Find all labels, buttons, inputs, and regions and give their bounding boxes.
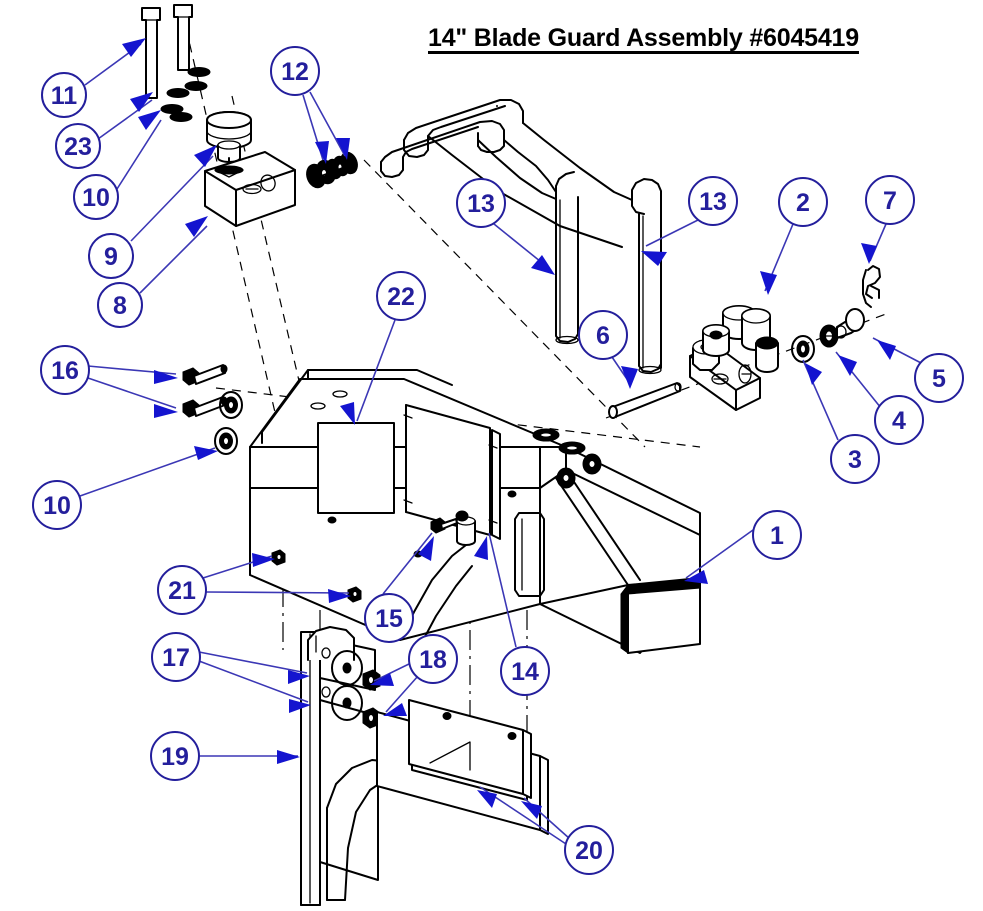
part-21-flange-nut-a	[271, 549, 286, 566]
callout-5[interactable]: 5	[914, 353, 964, 403]
page-title: 14" Blade Guard Assembly #6045419	[428, 24, 859, 52]
callout-15-label: 15	[375, 605, 403, 633]
part-18-lock-nut-lower	[362, 707, 381, 729]
callout-20[interactable]: 20	[564, 825, 614, 875]
callout-10-lower[interactable]: 10	[32, 480, 82, 530]
callout-21[interactable]: 21	[157, 565, 207, 615]
callout-3[interactable]: 3	[830, 434, 880, 484]
callout-arrowheads	[122, 38, 896, 819]
callout-10-lower-label: 10	[43, 492, 71, 520]
callout-2[interactable]: 2	[778, 177, 828, 227]
callout-18[interactable]: 18	[408, 634, 458, 684]
part-13-handle-tube-front	[403, 99, 662, 375]
part-4-lock-washer	[819, 324, 839, 348]
part-6-clevis-pin	[608, 382, 682, 419]
callout-1-label: 1	[770, 522, 784, 550]
callout-13-right[interactable]: 13	[688, 176, 738, 226]
part-23-washer-stack	[160, 67, 211, 122]
part-21-flange-nut-b	[347, 586, 362, 603]
callout-4-label: 4	[892, 407, 906, 435]
callout-14[interactable]: 14	[500, 646, 550, 696]
callout-6[interactable]: 6	[578, 310, 628, 360]
callout-19-label: 19	[161, 743, 189, 771]
callout-16[interactable]: 16	[40, 345, 90, 395]
callout-23[interactable]: 23	[55, 123, 101, 169]
part-11-bolt-lower	[173, 4, 193, 71]
callout-20-label: 20	[575, 837, 603, 865]
part-20-retainer-strip-front	[408, 699, 532, 801]
callout-23-label: 23	[64, 133, 92, 161]
part-2-clamp-bracket	[689, 305, 779, 411]
callout-5-label: 5	[932, 365, 946, 393]
callout-12[interactable]: 12	[270, 46, 320, 96]
callout-18-label: 18	[419, 646, 447, 674]
part-3-flat-washer	[791, 335, 815, 363]
part-8-pivot-block	[204, 151, 296, 227]
part-10-lock-washer-lower	[214, 427, 238, 455]
part-13-handle-tube-rear	[380, 120, 579, 345]
callout-11-label: 11	[51, 82, 78, 110]
callout-21-label: 21	[168, 577, 196, 605]
callout-13-left-label: 13	[467, 190, 495, 218]
part-11-bolt-upper	[141, 7, 161, 99]
part-12-fastener-stack	[306, 151, 358, 189]
callout-22-label: 22	[387, 283, 415, 311]
callout-balloons: 11 23 10 9 8 12	[32, 46, 964, 875]
callout-7-label: 7	[883, 187, 897, 215]
callout-9-label: 9	[104, 243, 118, 271]
callout-9[interactable]: 9	[88, 233, 134, 279]
callout-6-label: 6	[596, 322, 610, 350]
callout-22[interactable]: 22	[376, 271, 426, 321]
callout-13-left[interactable]: 13	[456, 178, 506, 228]
callout-8[interactable]: 8	[97, 282, 143, 328]
callout-19[interactable]: 19	[150, 731, 200, 781]
part-22-decal-plate-right	[403, 404, 501, 540]
part-10-lock-washer-upper	[219, 391, 243, 419]
callout-15[interactable]: 15	[364, 593, 414, 643]
callout-4[interactable]: 4	[874, 395, 924, 445]
part-14-bushing	[455, 510, 476, 546]
part-22-decal-plate-left	[317, 422, 395, 514]
callout-13-right-label: 13	[699, 188, 727, 216]
callout-7[interactable]: 7	[865, 175, 915, 225]
callout-17-label: 17	[162, 644, 190, 672]
callout-1[interactable]: 1	[752, 510, 802, 560]
callout-3-label: 3	[848, 446, 862, 474]
callout-2-label: 2	[796, 189, 810, 217]
callout-8-label: 8	[113, 292, 127, 320]
part-5-shoulder-bolt	[835, 308, 865, 339]
part-7-hairpin-clip	[862, 265, 881, 308]
callout-14-label: 14	[511, 658, 539, 686]
callout-12-label: 12	[281, 58, 309, 86]
callout-17[interactable]: 17	[151, 632, 201, 682]
callout-16-label: 16	[51, 357, 79, 385]
part-16-socket-screw-upper	[182, 364, 228, 386]
callout-10-upper-label: 10	[82, 184, 110, 212]
part-9-knob	[206, 111, 252, 177]
callout-11[interactable]: 11	[41, 72, 87, 118]
callout-10-upper[interactable]: 10	[73, 174, 119, 220]
